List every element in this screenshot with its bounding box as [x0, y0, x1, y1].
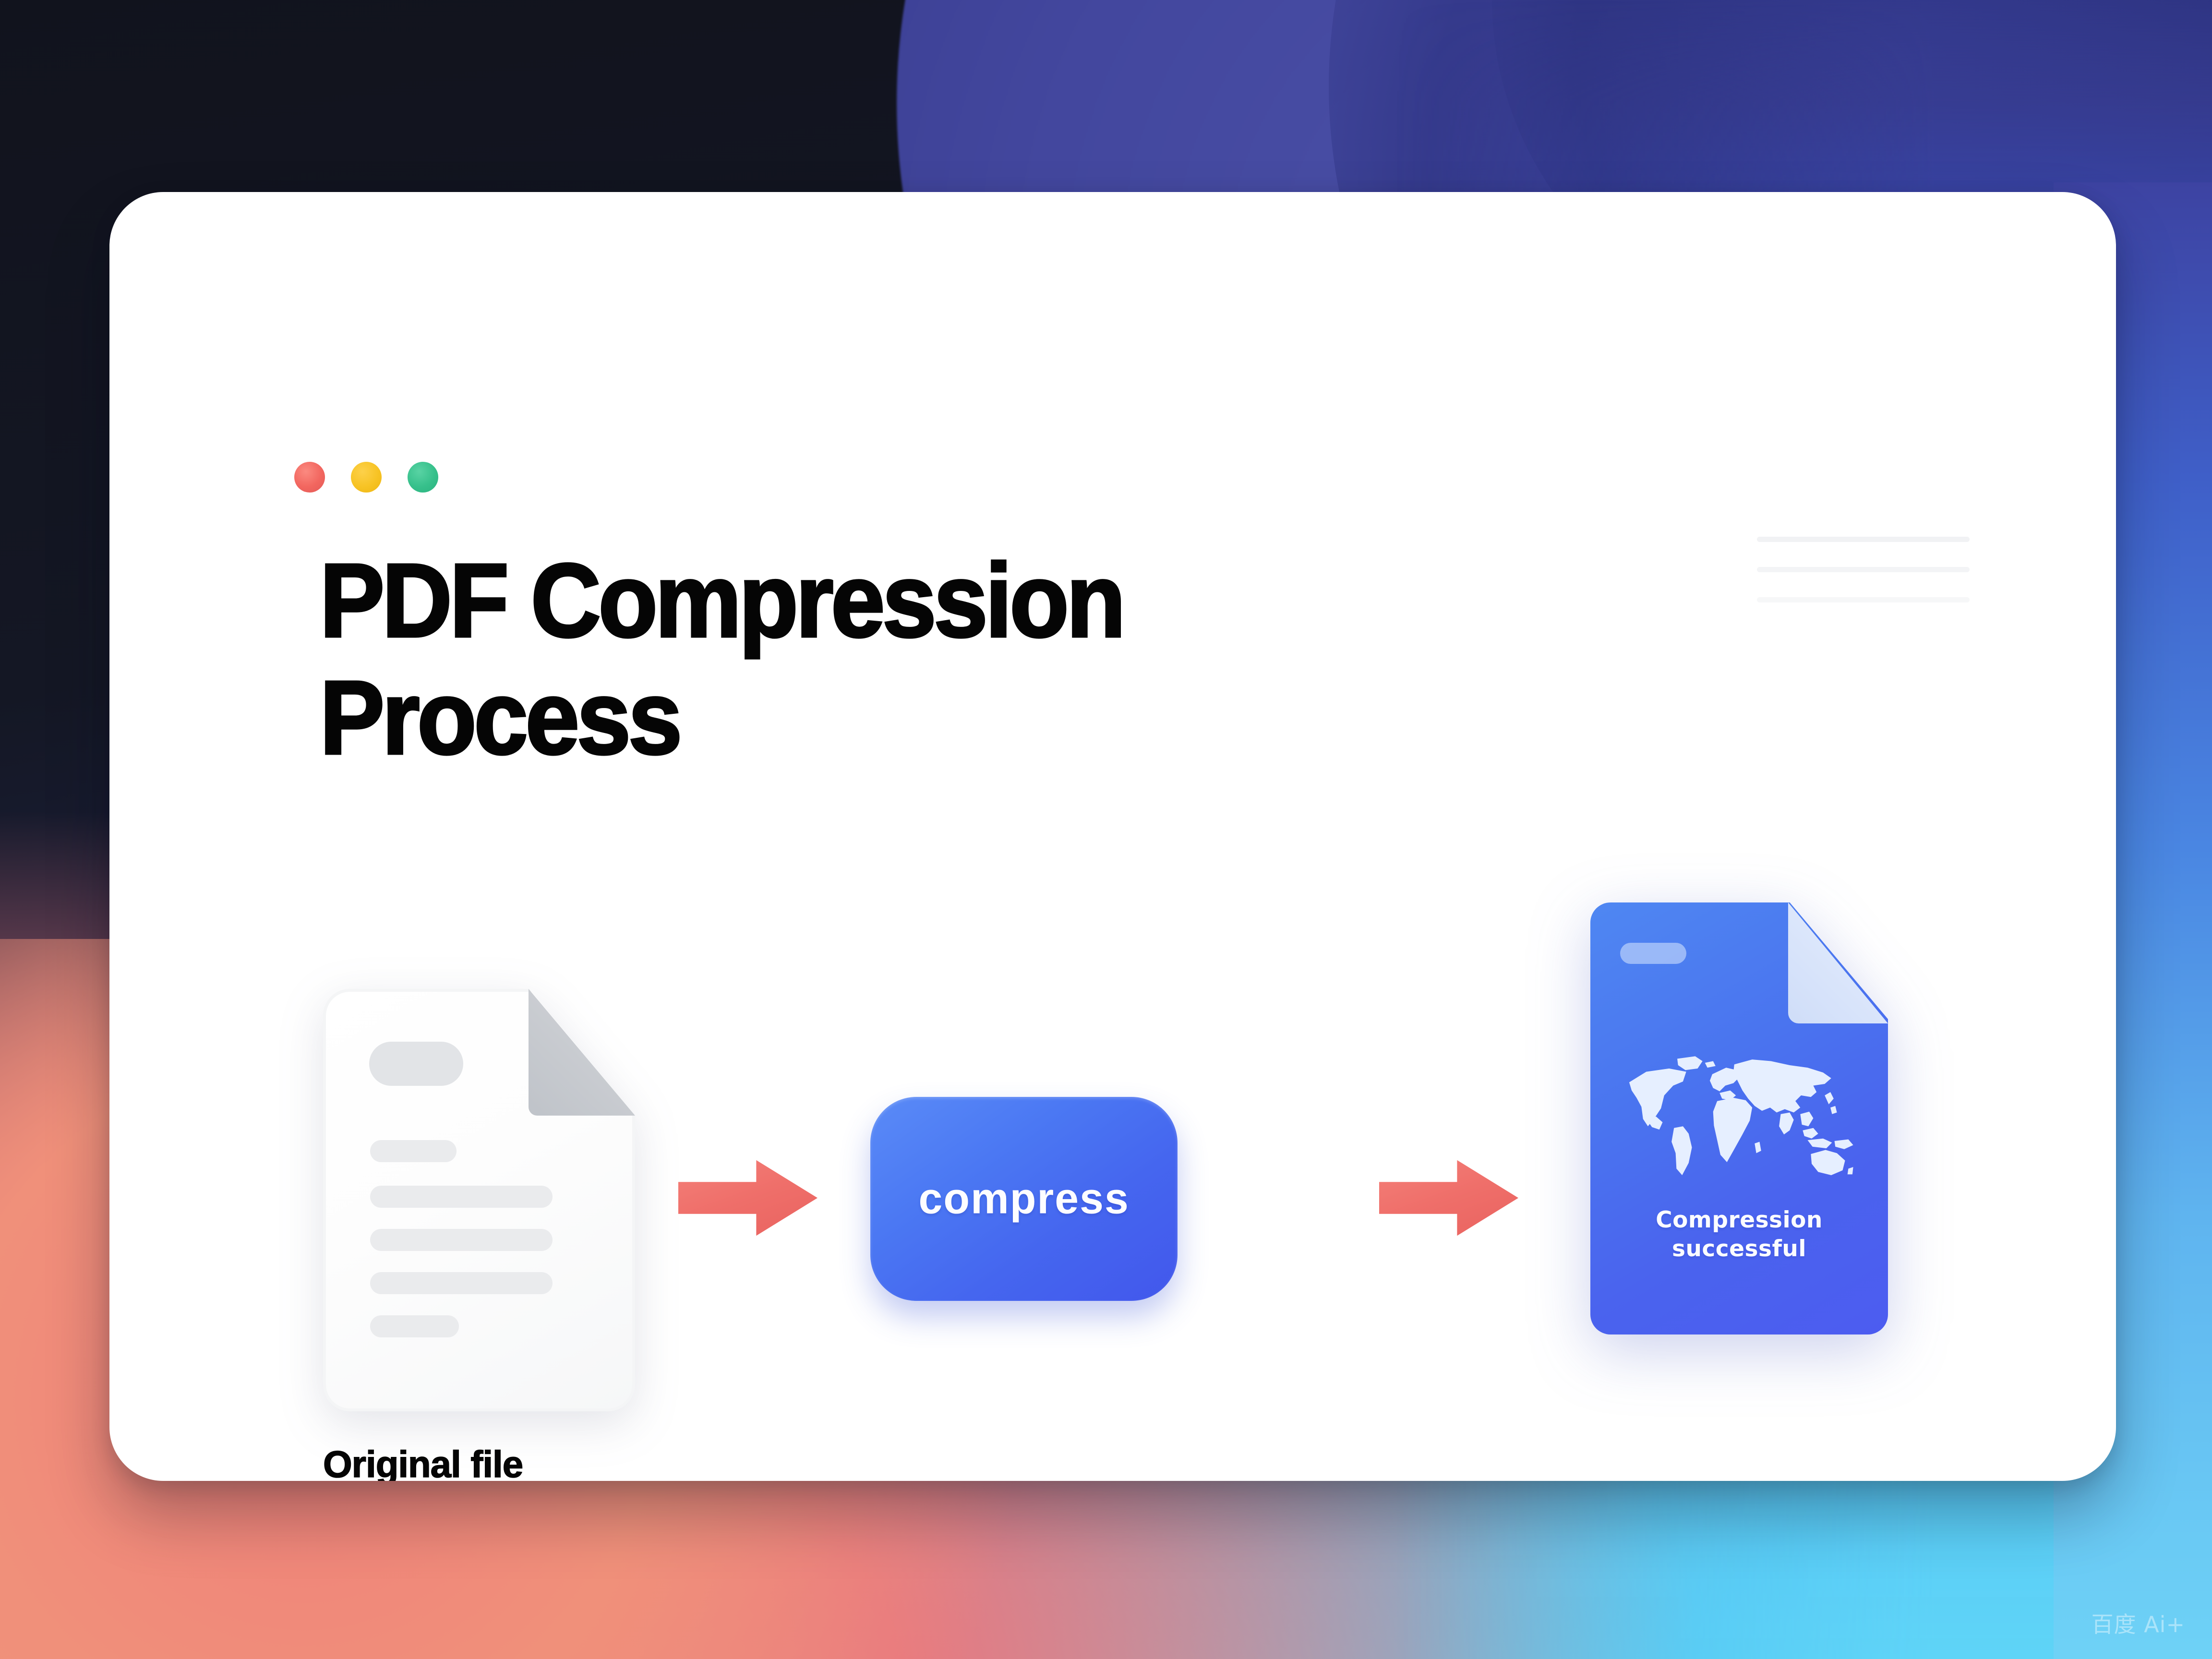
maximize-button[interactable]: [408, 462, 438, 493]
document-badge: [369, 1042, 463, 1086]
document-text-line: [370, 1140, 457, 1162]
document-text-line: [370, 1186, 553, 1208]
original-file-label: Original file: [323, 1443, 524, 1481]
page-title: PDF Compression Process: [319, 541, 1127, 777]
compression-flow: Original file compress: [316, 902, 2025, 1481]
minimize-button[interactable]: [351, 462, 382, 493]
decorative-line: [1757, 567, 1970, 572]
compressed-file-icon: Compression successful: [1590, 902, 1888, 1334]
compress-button-label: compress: [918, 1174, 1130, 1223]
arrow-right-icon: [1379, 1160, 1518, 1236]
original-file-icon: [323, 989, 635, 1411]
watermark-label: 百度 Ai+: [2091, 1611, 2185, 1637]
decorative-line: [1757, 537, 1970, 542]
document-badge: [1620, 943, 1686, 964]
close-button[interactable]: [294, 462, 325, 493]
document-text-line: [370, 1315, 459, 1337]
arrow-right-icon: [678, 1160, 817, 1236]
window-controls: [294, 462, 438, 493]
world-map-icon: [1625, 1046, 1853, 1181]
app-window-card: PDF Compression Process Original file co…: [109, 192, 2116, 1481]
document-text-line: [370, 1229, 553, 1251]
document-text-line: [370, 1272, 553, 1294]
compression-status-text: Compression successful: [1656, 1207, 1823, 1262]
decorative-line: [1757, 597, 1970, 602]
compress-button[interactable]: compress: [870, 1097, 1178, 1301]
decorative-lines: [1757, 537, 1970, 602]
